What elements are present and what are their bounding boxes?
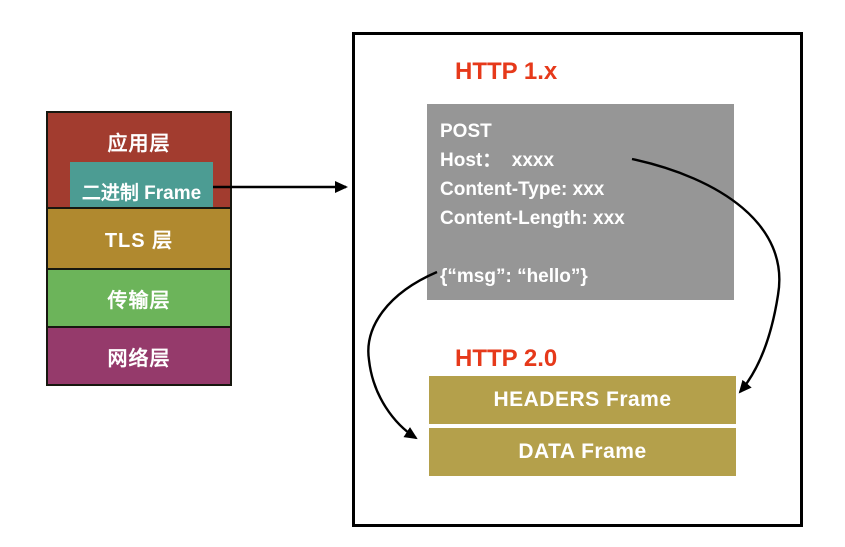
request-line-host: Host： xxxx [440, 150, 555, 171]
request-line-content-type: Content-Type: xxx [440, 179, 605, 200]
layer-transport: 传输层 [46, 268, 232, 328]
http2-title: HTTP 2.0 [455, 345, 558, 372]
http1-title: HTTP 1.x [455, 58, 558, 85]
layer-application: 应用层 二进制 Frame [46, 111, 232, 209]
request-line-blank [440, 233, 734, 262]
layer-tls: TLS 层 [46, 207, 232, 270]
data-frame-box: DATA Frame [429, 428, 736, 476]
binary-frame-label: 二进制 Frame [81, 183, 202, 204]
headers-frame-box: HEADERS Frame [429, 376, 736, 424]
layer-application-label: 应用层 [107, 133, 171, 155]
request-line-body: {“msg”: “hello”} [440, 266, 588, 287]
http-comparison-panel: HTTP 1.x POST Host： xxxx Content-Type: x… [352, 32, 803, 527]
layer-tls-label: TLS 层 [104, 230, 174, 252]
http1-request-box: POST Host： xxxx Content-Type: xxx Conten… [427, 104, 734, 300]
protocol-stack: 应用层 二进制 Frame TLS 层 传输层 网络层 [46, 111, 232, 386]
request-line-method: POST [440, 121, 492, 142]
layer-network: 网络层 [46, 326, 232, 386]
data-frame-label: DATA Frame [518, 440, 647, 463]
layer-transport-label: 传输层 [107, 289, 171, 312]
request-line-content-length: Content-Length: xxx [440, 208, 625, 229]
headers-frame-label: HEADERS Frame [493, 388, 672, 411]
layer-network-label: 网络层 [107, 347, 171, 370]
binary-frame-box: 二进制 Frame [70, 162, 213, 207]
